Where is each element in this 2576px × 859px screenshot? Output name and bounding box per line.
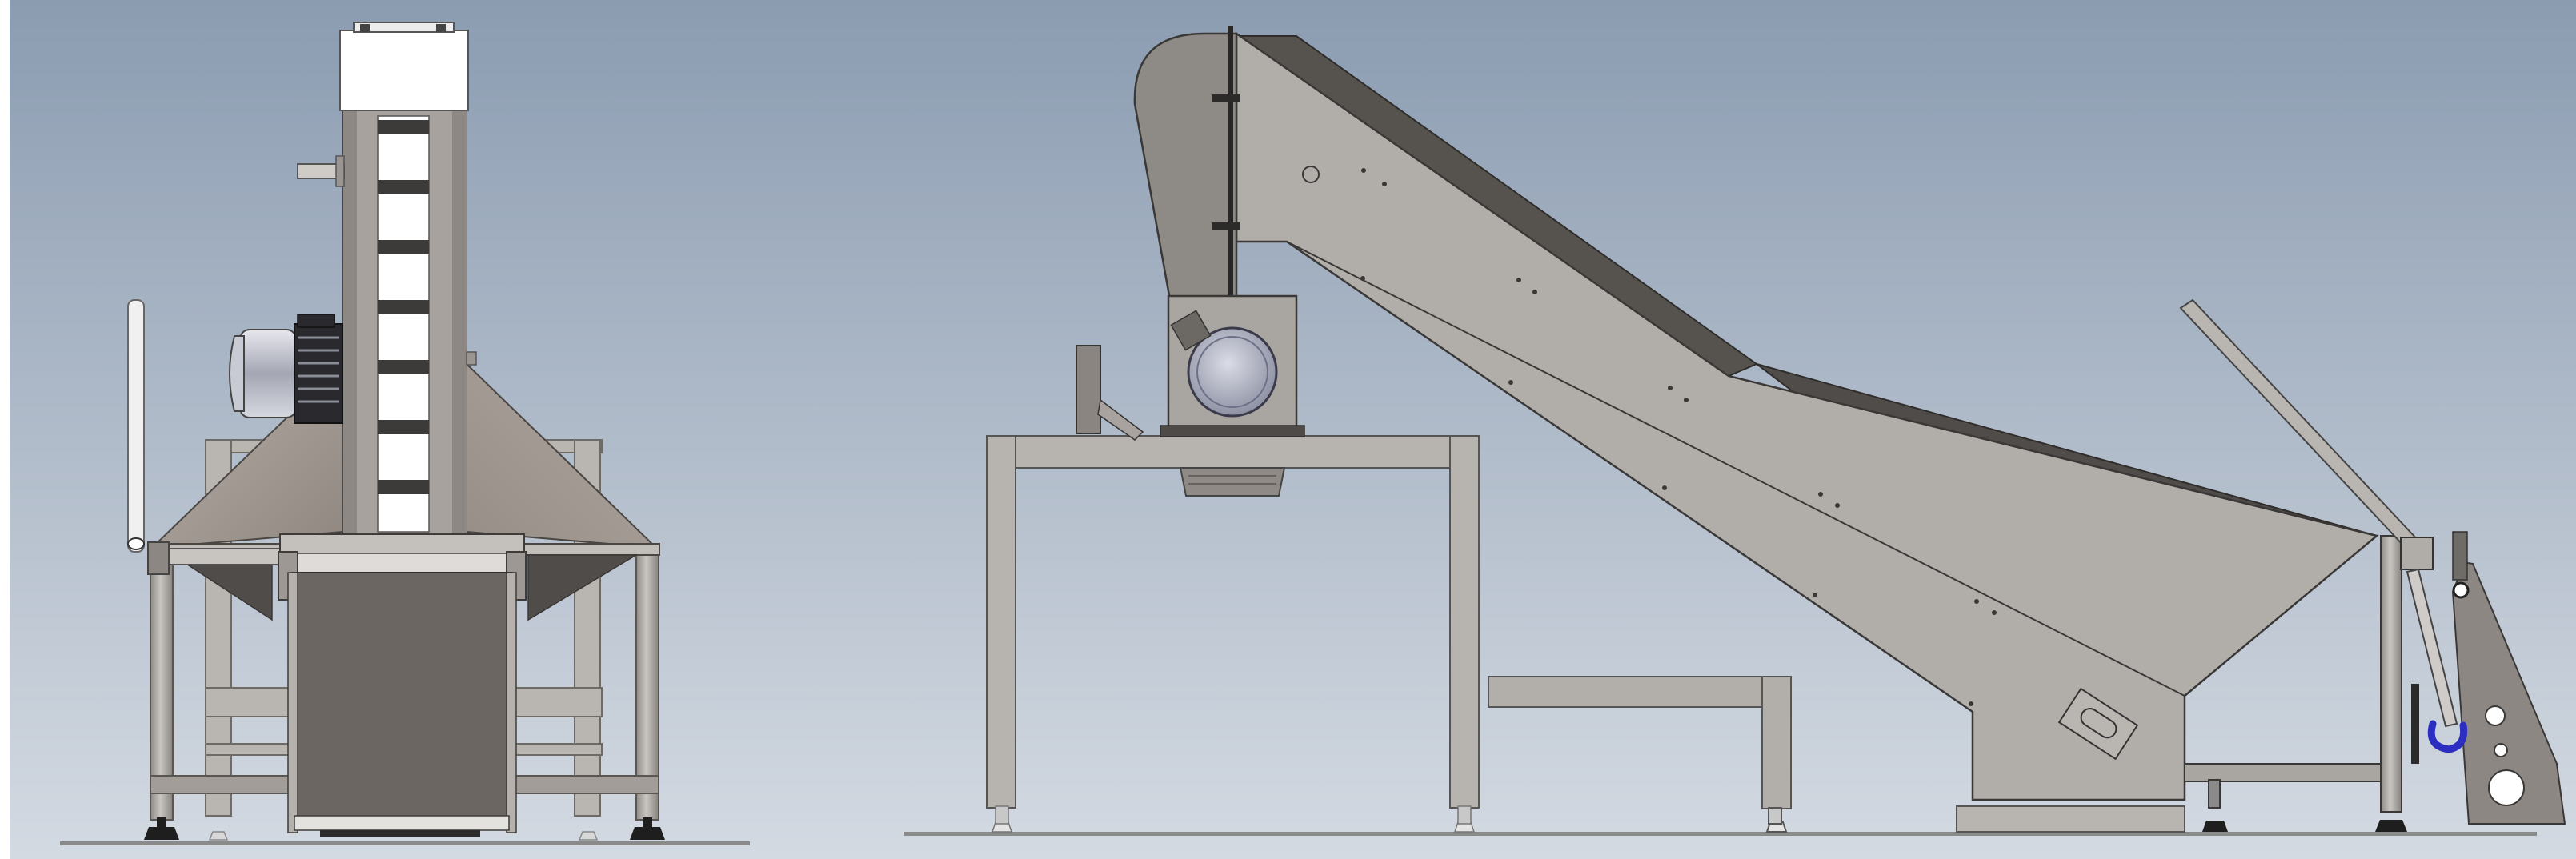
inclined-conveyor-body [1235,31,2379,801]
tail-plate-holes [2485,705,2525,806]
conveyor-inner-edge [1286,241,2185,697]
spring-rod [2411,684,2419,764]
tail-plate-bracket [2452,531,2468,581]
side-view [904,26,2566,836]
elevator-head-box [339,30,469,111]
drive-motor [229,314,343,424]
front-feet [144,817,665,840]
crusher-rotor-disc [1187,326,1278,418]
side-mount-plate [1076,345,1101,434]
elevator-belt-white [377,115,430,533]
crusher-outlet [1179,467,1286,497]
blue-handle [2427,720,2468,753]
elevator-column-shade-left [343,108,357,548]
inspection-window [2057,687,2139,761]
elevator-buckets [378,120,429,494]
conveyor-sight-hole [1302,166,1320,183]
gas-spring [2406,568,2458,728]
crusher-base-plate [1160,425,1305,437]
tail-pivot [2452,581,2470,599]
left-border [0,0,10,859]
feed-hood [1133,32,1238,302]
head-latches [360,24,446,32]
motor-cooling-fins [298,336,339,403]
collection-tray [1488,676,1792,833]
hood-seam-bar [1228,26,1233,302]
vertical-drain-pipe [127,299,145,553]
tail-frame [2184,535,2402,813]
elevator-head-cap [353,22,455,33]
side-floor-line [904,832,2537,836]
outlet-ribs [1188,475,1276,485]
front-floor-line [60,841,750,845]
lever-pivot-block [2400,537,2434,570]
front-view [60,22,750,845]
hood-hinges [1212,94,1240,230]
table-feet [991,805,1476,833]
conveyor-foot-plinth [1956,805,2185,833]
side-mount-arm [1097,398,1144,441]
hopper-lower-right [527,554,639,621]
elevator-spout-bracket [335,155,345,187]
pipe-flange [147,541,170,575]
front-rear-feet [208,831,599,841]
elevator-column-shade-right [452,108,467,548]
front-conveyor-box [278,533,527,837]
crusher-rotor-inner [1196,336,1268,408]
elevator-small-fitting [466,351,477,366]
conveyor-rivets [1360,168,1997,706]
tail-feet [2202,820,2407,832]
crusher-bearing-block [1170,310,1212,351]
crusher-support-table [986,435,1480,809]
